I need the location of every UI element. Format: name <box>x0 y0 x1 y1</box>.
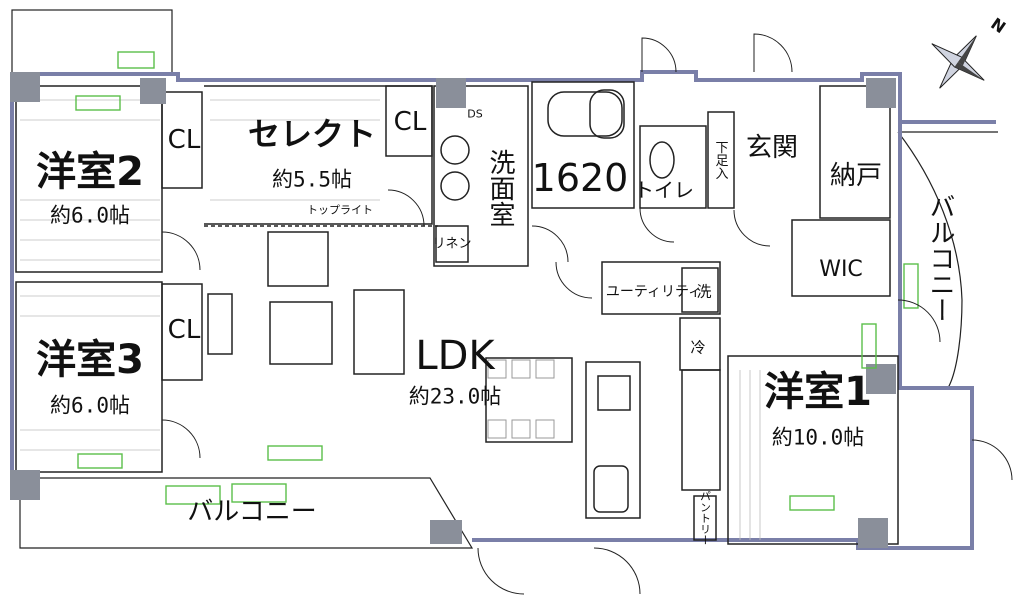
ldk-name: LDK <box>415 333 495 379</box>
western-room-1-name: 洋室1 <box>764 369 872 415</box>
toilet-outline <box>639 125 707 209</box>
utility-outline <box>601 261 721 315</box>
bath-outline <box>531 81 635 209</box>
table-left <box>269 301 333 365</box>
washbasin-2 <box>440 171 470 201</box>
sofa <box>353 289 405 375</box>
east-balcony-outline <box>897 131 963 389</box>
western-room-2-name: 洋室2 <box>36 149 144 195</box>
linen-box <box>435 225 469 263</box>
exterior-walls <box>10 70 996 550</box>
pantry-box <box>693 495 717 541</box>
cl-2-box <box>385 85 433 157</box>
select-room-area: 約5.5帖 <box>272 167 352 192</box>
north-balcony-outline <box>11 9 173 75</box>
skylight-label: トップライト <box>307 203 373 217</box>
cl-1-box <box>161 91 203 189</box>
western-room-3-area: 約6.0帖 <box>50 393 130 418</box>
washroom-outline <box>433 85 529 267</box>
shoe-storage-label: 下足入 <box>712 140 728 180</box>
south-balcony-outline <box>19 477 474 549</box>
bathtub-inner <box>547 91 623 137</box>
western-room-3-name: 洋室3 <box>36 337 144 383</box>
storage-outline <box>819 85 891 219</box>
western-room-1-area: 約10.0帖 <box>771 425 865 450</box>
storage-label: 納戸 <box>829 161 883 191</box>
dining-chairs <box>487 359 555 439</box>
bath-size-label: 1620 <box>531 156 629 200</box>
shoe-storage-box <box>707 111 735 209</box>
washroom-label: 洗面室 <box>485 149 515 227</box>
select-room-name: セレクト <box>247 115 377 153</box>
washbasin-1 <box>440 135 470 165</box>
wic-outline <box>791 219 891 297</box>
kitchen-counter <box>585 361 641 519</box>
closet-label-3: CL <box>167 315 201 345</box>
toilet-bowl <box>649 141 675 179</box>
cl-3-box <box>161 283 203 381</box>
dining-table <box>485 357 573 443</box>
ds-label: DS <box>467 107 483 121</box>
closet-label-1: CL <box>167 125 201 155</box>
fridge-label: 冷 <box>690 338 706 357</box>
pantry-cabinet <box>681 369 721 491</box>
wic-label: WIC <box>819 257 863 282</box>
outer-wall-top <box>12 70 974 550</box>
western-room-2-area: 約6.0帖 <box>50 203 130 228</box>
south-balcony-label: バルコニー <box>187 497 317 527</box>
stove <box>597 375 631 411</box>
doors <box>161 33 1013 595</box>
east-balcony-label: バルコニー <box>925 193 955 323</box>
flooring-hatch <box>20 99 761 540</box>
laundry-label: 洗 <box>696 282 712 301</box>
sink <box>593 465 629 513</box>
laundry-box <box>681 267 719 313</box>
interior-walls <box>15 81 899 545</box>
toilet-label: トイレ <box>634 178 694 202</box>
windows <box>75 51 919 511</box>
closet-label-2: CL <box>393 107 427 137</box>
ldk-area: 約23.0帖 <box>408 384 502 409</box>
chair-top <box>267 231 329 287</box>
room-1-outline <box>727 355 899 545</box>
compass-rose <box>931 35 985 89</box>
pantry-label: パントリー <box>698 490 712 546</box>
entrance-label: 玄関 <box>745 133 799 163</box>
utility-label: ユーティリティ <box>605 284 703 300</box>
bathtub <box>589 89 625 139</box>
linen-label: リネン <box>432 236 472 252</box>
tv-stand <box>207 293 233 355</box>
columns <box>10 72 896 548</box>
